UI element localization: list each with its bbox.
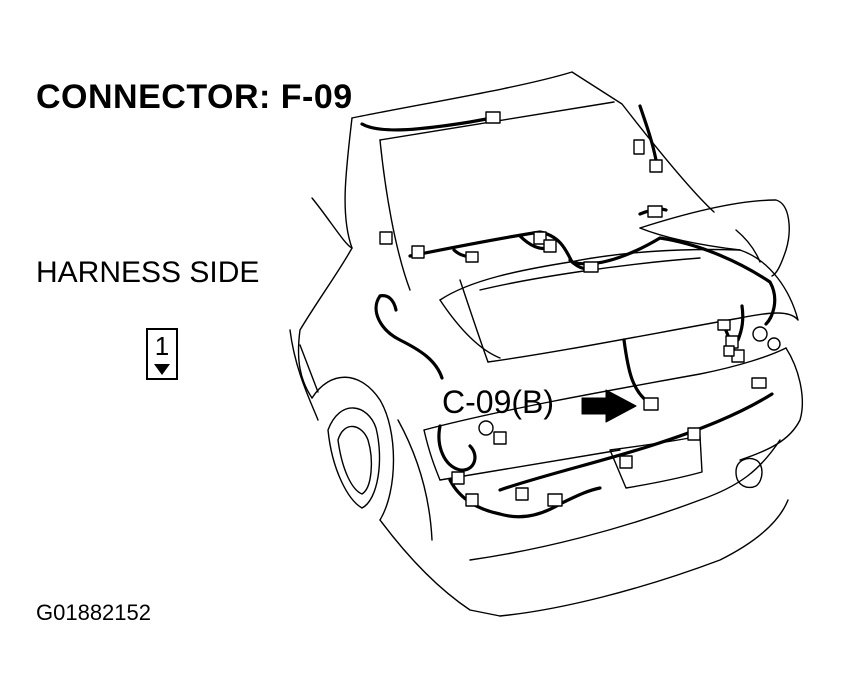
callout-label: C-09(B) [442,384,555,420]
view-label: HARNESS SIDE [36,256,260,289]
right-arrow-icon [581,389,637,423]
down-triangle-icon [154,364,170,375]
body-outline [289,71,803,617]
pin-number: 1 [154,331,170,361]
connector-blocks [379,111,781,507]
connector-title: CONNECTOR: F-09 [36,78,353,116]
wiring-harness [360,104,777,519]
figure-id: G01882152 [36,600,151,625]
connector-face: 1 [146,328,178,380]
